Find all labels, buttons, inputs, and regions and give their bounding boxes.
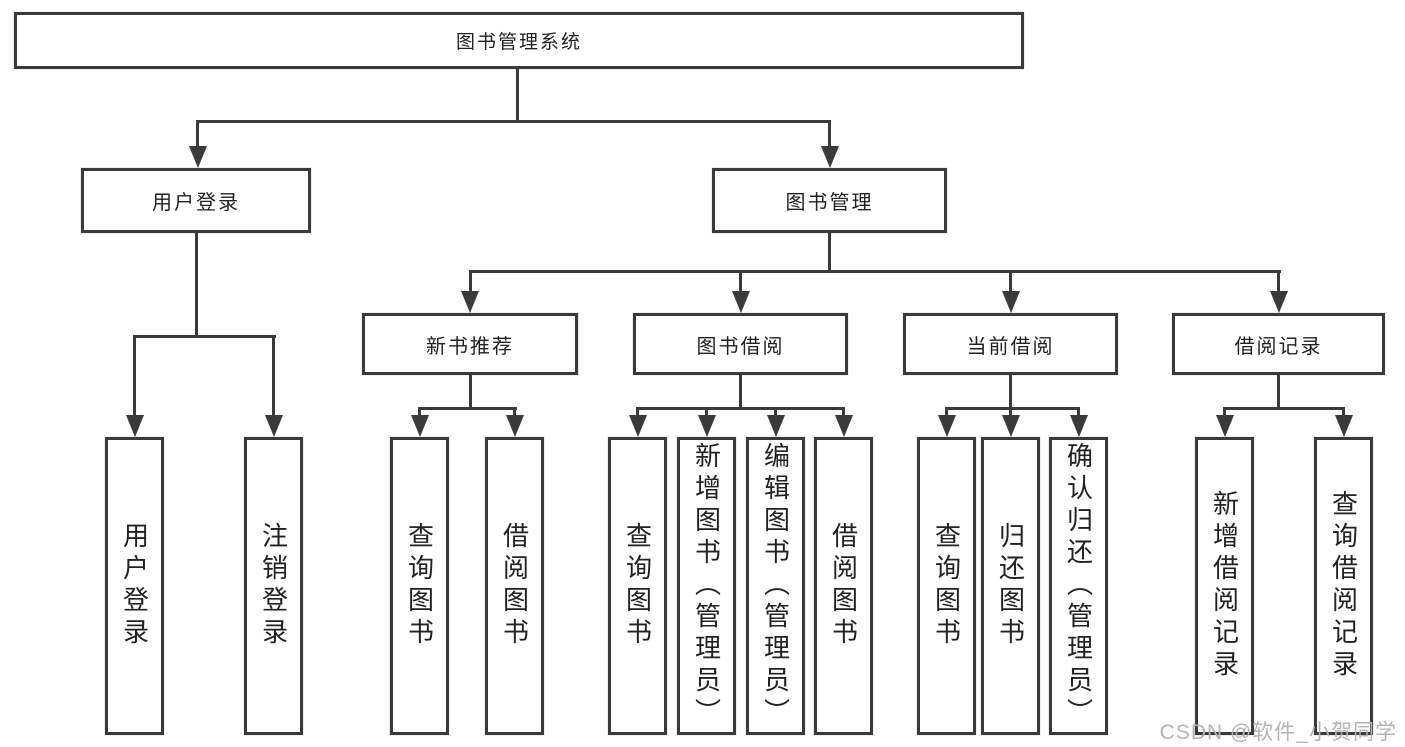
arrow-down bbox=[732, 291, 750, 313]
connector-line bbox=[469, 375, 472, 409]
arrow-down bbox=[698, 415, 716, 437]
arrow-down bbox=[1335, 415, 1353, 437]
connector-line bbox=[133, 335, 276, 338]
arrow-down bbox=[821, 146, 839, 168]
connector-line bbox=[1277, 270, 1280, 293]
node-borrow-books-borrow: 借阅图书 bbox=[814, 437, 873, 735]
arrow-down bbox=[938, 415, 956, 437]
arrow-down bbox=[767, 415, 785, 437]
connector-line bbox=[945, 407, 1080, 410]
arrow-down bbox=[1002, 291, 1020, 313]
arrow-down bbox=[265, 415, 283, 437]
node-book-borrowing: 图书借阅 bbox=[633, 313, 848, 375]
node-new-book-recommendation: 新书推荐 bbox=[362, 313, 578, 375]
arrow-down bbox=[411, 415, 429, 437]
connector-line bbox=[196, 120, 831, 123]
node-user-login-leaf: 用户登录 bbox=[105, 437, 164, 735]
connector-line bbox=[1223, 407, 1226, 417]
arrow-down bbox=[629, 415, 647, 437]
connector-line bbox=[842, 407, 845, 417]
node-borrow-books-new: 借阅图书 bbox=[485, 437, 544, 735]
connector-line bbox=[1009, 270, 1012, 293]
watermark-text: CSDN @软件_小贺同学 bbox=[1159, 721, 1397, 744]
connector-line bbox=[739, 375, 742, 409]
connector-line bbox=[1009, 407, 1012, 417]
arrow-down bbox=[1002, 415, 1020, 437]
connector-line bbox=[1342, 407, 1345, 417]
connector-line bbox=[1009, 375, 1012, 409]
connector-line bbox=[469, 270, 472, 293]
connector-line bbox=[516, 68, 519, 122]
arrow-down bbox=[189, 146, 207, 168]
arrow-down bbox=[1270, 291, 1288, 313]
connector-line bbox=[828, 120, 831, 148]
connector-line bbox=[196, 120, 199, 148]
node-query-books-current: 查询图书 bbox=[917, 437, 976, 735]
node-book-management: 图书管理 bbox=[712, 168, 947, 233]
node-query-books-new: 查询图书 bbox=[390, 437, 449, 735]
node-logout: 注销登录 bbox=[244, 437, 303, 735]
node-query-borrow-record: 查询借阅记录 bbox=[1314, 437, 1373, 735]
connector-line bbox=[1277, 375, 1280, 409]
connector-line bbox=[418, 407, 517, 410]
node-query-books-borrow: 查询图书 bbox=[608, 437, 667, 735]
connector-line bbox=[195, 233, 198, 337]
arrow-down bbox=[461, 291, 479, 313]
node-edit-books-admin: 编辑图书（管理员） bbox=[746, 437, 805, 735]
connector-line bbox=[945, 407, 948, 417]
connector-line bbox=[636, 407, 639, 417]
node-add-borrow-record: 新增借阅记录 bbox=[1195, 437, 1254, 735]
connector-line bbox=[636, 407, 845, 410]
node-add-books-admin: 新增图书（管理员） bbox=[677, 437, 736, 735]
connector-line bbox=[272, 335, 275, 417]
node-user-login: 用户登录 bbox=[81, 168, 311, 233]
connector-line bbox=[828, 233, 831, 272]
connector-line bbox=[469, 270, 1281, 273]
node-borrowing-records: 借阅记录 bbox=[1172, 313, 1385, 375]
arrow-down bbox=[1216, 415, 1234, 437]
node-confirm-return-admin: 确认归还（管理员） bbox=[1049, 437, 1108, 735]
node-book-management-system: 图书管理系统 bbox=[14, 12, 1024, 69]
connector-line bbox=[1223, 407, 1345, 410]
arrow-down bbox=[506, 415, 524, 437]
node-current-borrowing: 当前借阅 bbox=[903, 313, 1118, 375]
arrow-down bbox=[1070, 415, 1088, 437]
connector-line bbox=[739, 270, 742, 293]
arrow-down bbox=[835, 415, 853, 437]
connector-line bbox=[418, 407, 421, 417]
connector-line bbox=[705, 407, 708, 417]
connector-line bbox=[774, 407, 777, 417]
connector-line bbox=[513, 407, 516, 417]
connector-line bbox=[133, 335, 136, 417]
node-return-books: 归还图书 bbox=[981, 437, 1040, 735]
arrow-down bbox=[126, 415, 144, 437]
connector-line bbox=[1077, 407, 1080, 417]
